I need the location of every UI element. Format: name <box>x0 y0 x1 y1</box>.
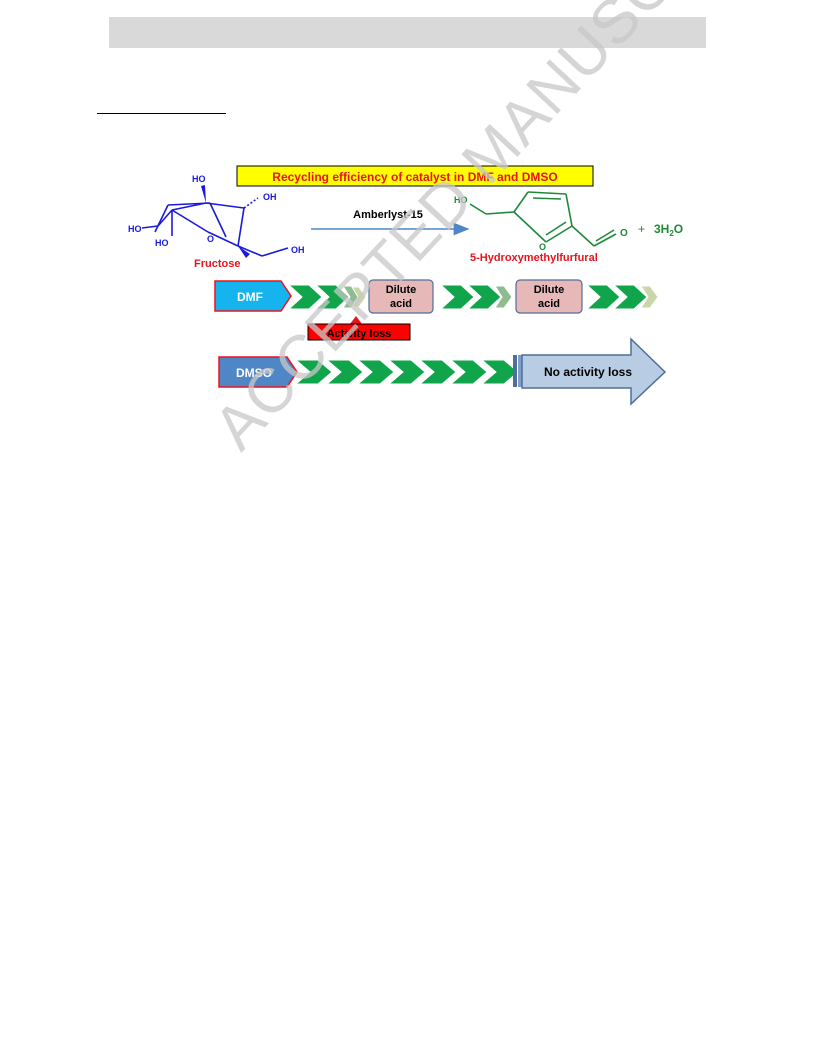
faded-cycle-arrow <box>351 286 367 308</box>
dmf-cycle-arrows-1 <box>287 284 367 310</box>
activity-loss-pointer <box>350 316 362 324</box>
green-cycle-arrow <box>294 359 333 385</box>
activity-loss-box <box>307 323 411 341</box>
fructose-ring <box>141 197 289 257</box>
dmf-solvent-box <box>214 280 292 312</box>
dmf-cycle-arrows-3 <box>585 284 659 310</box>
hmf-label: 5-Hydroxymethylfurfural <box>470 252 598 264</box>
fructose-wedge <box>201 185 206 203</box>
green-cycle-arrow <box>612 284 648 310</box>
green-cycle-arrow <box>466 284 502 310</box>
green-cycle-arrow <box>287 284 323 310</box>
faded-cycle-arrow <box>640 285 659 309</box>
green-cycle-arrow <box>387 359 426 385</box>
fructose-oh-upper: OH <box>263 192 277 202</box>
green-cycle-arrow <box>356 359 395 385</box>
reagent-label: Amberlyst-15 <box>353 209 423 221</box>
green-cycle-arrow <box>585 284 621 310</box>
green-cycle-arrow <box>439 284 475 310</box>
fructose-ring-o: O <box>207 234 214 244</box>
header-bar <box>109 17 706 48</box>
dmf-cycle-arrows-2 <box>439 284 513 310</box>
green-cycle-arrow <box>314 284 350 310</box>
dilute-acid-2-line1: Dilute <box>534 284 565 296</box>
green-cycle-arrow <box>325 359 364 385</box>
fructose-ho-top: HO <box>192 174 206 184</box>
hmf-carbonyl-o: O <box>620 228 628 239</box>
green-cycle-arrow <box>480 359 519 385</box>
fructose-structure <box>154 202 227 238</box>
dmso-label: DMSO <box>236 366 272 380</box>
dilute-acid-box-1 <box>368 279 434 314</box>
banner-box <box>236 165 594 187</box>
banner-text: Recycling efficiency of catalyst in DMF … <box>272 170 557 184</box>
dilute-acid-box-2 <box>515 279 583 314</box>
section-underline <box>97 113 226 114</box>
hmf-structure <box>469 191 617 247</box>
fructose-oh-right: OH <box>291 245 305 255</box>
fructose-ho-mid: HO <box>155 238 169 248</box>
no-activity-loss-label: No activity loss <box>544 365 632 379</box>
divider-bar <box>513 355 517 387</box>
dmso-solvent-box <box>218 356 298 388</box>
fructose-label: Fructose <box>194 258 240 270</box>
dilute-acid-1-line1: Dilute <box>386 284 417 296</box>
no-activity-loss-arrow <box>521 337 667 406</box>
activity-loss-label: Activity loss <box>327 328 392 340</box>
dilute-acid-1-line2: acid <box>390 298 412 310</box>
dmf-label: DMF <box>237 290 263 304</box>
plus-sign: + <box>638 222 645 236</box>
green-cycle-arrow <box>418 359 457 385</box>
green-cycle-arrow <box>449 359 488 385</box>
dmso-cycle-arrows <box>294 359 519 385</box>
hmf-ho: HO <box>454 195 468 205</box>
fructose-ho-left: HO <box>128 224 142 234</box>
fructose-wedge-2 <box>238 246 250 258</box>
hmf-ring-o: O <box>539 242 546 252</box>
faded-cycle-arrow <box>494 285 513 309</box>
divider-bar <box>518 355 522 387</box>
byproduct-water: 3H2O <box>654 222 683 238</box>
dilute-acid-2-line2: acid <box>538 298 560 310</box>
